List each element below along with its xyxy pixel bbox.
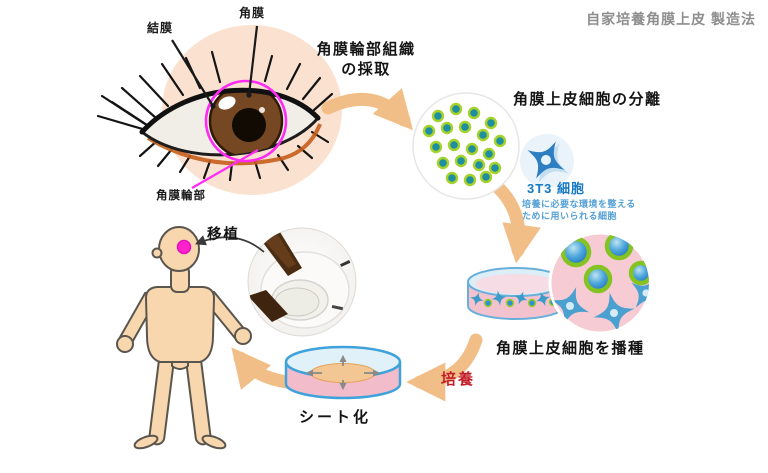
- t3-desc-line1: 培養に必要な環境を整える: [522, 199, 636, 209]
- cell-suspension-icon: [412, 92, 520, 200]
- step-culture-label: 培養: [441, 371, 476, 388]
- step-transplant-label: 移植: [207, 227, 240, 243]
- transplant-arrow: [194, 235, 265, 253]
- t3-desc-line2: ために用いられる細胞: [522, 210, 618, 221]
- step-seeding-label: 角膜上皮細胞を播種: [496, 340, 645, 357]
- flow-arrow-harvest-to-separation: [321, 88, 414, 131]
- flow-arrows: [231, 88, 541, 402]
- sheet-dish-icon: [284, 345, 402, 400]
- step-separation-label: 角膜上皮細胞の分離: [513, 91, 662, 108]
- flow-arrow-separation-to-seeding: [485, 175, 541, 264]
- step-sheet-label: シート化: [299, 409, 372, 426]
- step-harvest-line1: 角膜輪部組織: [316, 41, 416, 58]
- label-limbus: 角膜輪部: [156, 190, 206, 202]
- diagram-title: 自家培養角膜上皮 製造法: [586, 11, 756, 27]
- step-harvest-line2: の採取: [341, 60, 391, 78]
- label-conjunctiva: 結膜: [147, 21, 174, 35]
- magnified-cells-icon: [548, 231, 652, 335]
- limbus-ring: [204, 79, 288, 163]
- seeded-dish-icon: [467, 267, 565, 320]
- feeder-cell-3t3-icon: [517, 131, 580, 194]
- t3-cell-name: 3T3 細胞: [527, 181, 586, 196]
- step-harvest-label: 角膜輪部組織 の採取: [296, 40, 436, 79]
- t3-cell-description: 培養に必要な環境を整える ために用いられる細胞: [522, 199, 636, 222]
- sheet-photo: [247, 227, 357, 337]
- label-pointer-lines: [171, 25, 259, 189]
- iris: [208, 90, 284, 155]
- eye-illustration: [96, 25, 334, 189]
- transplanted-eye-dot: [176, 239, 192, 255]
- human-figure-icon: [116, 226, 252, 450]
- label-cornea: 角膜: [239, 6, 266, 20]
- flow-arrow-seeding-to-sheet: [406, 333, 483, 402]
